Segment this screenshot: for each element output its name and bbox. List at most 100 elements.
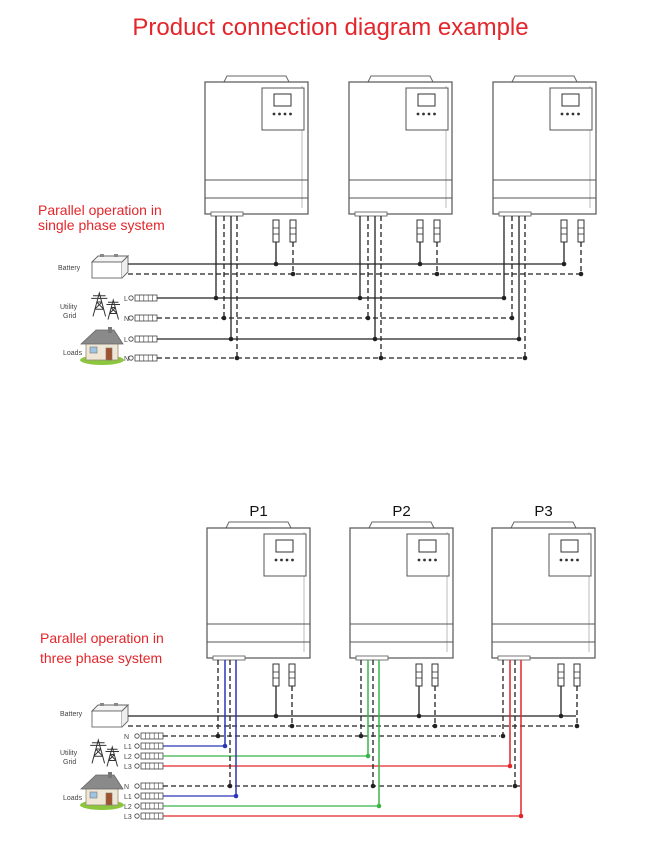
battery-front (91, 261, 123, 279)
battery-post (100, 703, 104, 706)
terminal-screw (128, 315, 134, 321)
inverter-icon (492, 75, 597, 217)
battery-front (91, 710, 123, 728)
panel-button (291, 558, 294, 562)
terminal-strip (140, 802, 164, 810)
junction-dot (432, 723, 438, 729)
unit-label-p3: P3 (534, 503, 552, 520)
tower-lattice (106, 298, 120, 320)
junction-dot (434, 271, 440, 277)
inverter-icon (204, 75, 309, 217)
terminal-block-icon (288, 663, 296, 687)
utility-grid-label-line2: Grid (63, 759, 76, 766)
terminal-strip (134, 335, 158, 343)
inverter-connector (210, 211, 244, 217)
caption-single-phase-line1: Parallel operation in (38, 202, 162, 218)
inverter-connector (497, 655, 531, 661)
terminal-strip (134, 354, 158, 362)
panel-button (577, 112, 580, 116)
house-chimney (108, 772, 112, 778)
utility-grid-tower-icon (105, 745, 119, 767)
house-chimney (108, 327, 112, 333)
junction-dot (378, 355, 384, 361)
lcd-screen (273, 93, 292, 107)
terminal-block-icon (134, 802, 164, 810)
terminal-strip (134, 294, 158, 302)
breaker-body (573, 663, 581, 687)
utility-grid-label-line1: Utility (60, 304, 78, 311)
terminal-screw (128, 295, 134, 301)
panel-button (289, 112, 292, 116)
terminal-block-icon (134, 742, 164, 750)
junction-dot (215, 733, 221, 739)
loads-label: Loads (63, 795, 83, 802)
junction-dot (376, 803, 382, 809)
tower-lattice (91, 291, 108, 317)
terminal-block-icon (560, 219, 568, 243)
junction-dot (507, 763, 513, 769)
terminal-screw (134, 733, 140, 739)
terminal-strip (140, 762, 164, 770)
unit-label-p1: P1 (249, 503, 267, 520)
terminal-block-icon (577, 219, 585, 243)
terminal-label-load-l: L (124, 337, 128, 344)
inverter-icon (206, 521, 311, 661)
tower-lattice (105, 745, 119, 767)
junction-dot (500, 733, 506, 739)
terminal-screw (128, 355, 134, 361)
terminal-label-grid-n: N (124, 316, 129, 323)
junction-dot (501, 295, 507, 301)
junction-dot (213, 295, 219, 301)
house-door (105, 792, 113, 806)
panel-button (433, 112, 436, 116)
terminal-screw (134, 743, 140, 749)
caption-three-phase-line1: Parallel operation in (40, 630, 164, 646)
junction-dot (372, 336, 378, 342)
junction-dot (289, 723, 295, 729)
breaker-body (272, 219, 280, 243)
panel-button (571, 112, 575, 116)
terminal-strip (140, 782, 164, 790)
battery-post (100, 254, 104, 257)
terminal-strip (140, 812, 164, 820)
terminal-strip (140, 732, 164, 740)
terminal-block-icon (573, 663, 581, 687)
panel-button (423, 558, 426, 562)
battery-post (114, 703, 118, 706)
panel-button (285, 558, 289, 562)
junction-dot (222, 743, 228, 749)
tower-lattice (90, 738, 107, 764)
utility-grid-tower-icon (91, 291, 108, 317)
junction-dot (370, 783, 376, 789)
lcd-screen (275, 539, 294, 553)
terminal-label-grid-l2: L2 (124, 754, 132, 761)
terminal-label-load-n: N (124, 784, 129, 791)
junction-dot (416, 713, 422, 719)
breaker-body (577, 219, 585, 243)
panel-button (559, 558, 563, 562)
terminal-label-load-l2: L2 (124, 804, 132, 811)
utility-grid-tower-icon (90, 738, 107, 764)
breaker-body (560, 219, 568, 243)
lcd-screen (560, 539, 579, 553)
junction-dot (365, 753, 371, 759)
house-icon (79, 327, 124, 365)
junction-dot (509, 315, 515, 321)
panel-button (417, 558, 421, 562)
battery-label: Battery (60, 711, 83, 718)
utility-grid-label-line1: Utility (60, 750, 78, 757)
caption-single-phase-line2: single phase system (38, 217, 165, 233)
panel-button (416, 112, 420, 116)
panel-button (560, 112, 564, 116)
panel-button (272, 112, 276, 116)
terminal-block-icon (134, 762, 164, 770)
battery-icon (90, 703, 130, 728)
junction-dot (516, 336, 522, 342)
breaker-body (288, 663, 296, 687)
terminal-label-grid-l1: L1 (124, 744, 132, 751)
house-window (89, 346, 98, 354)
utility-grid-label-line2: Grid (63, 313, 76, 320)
